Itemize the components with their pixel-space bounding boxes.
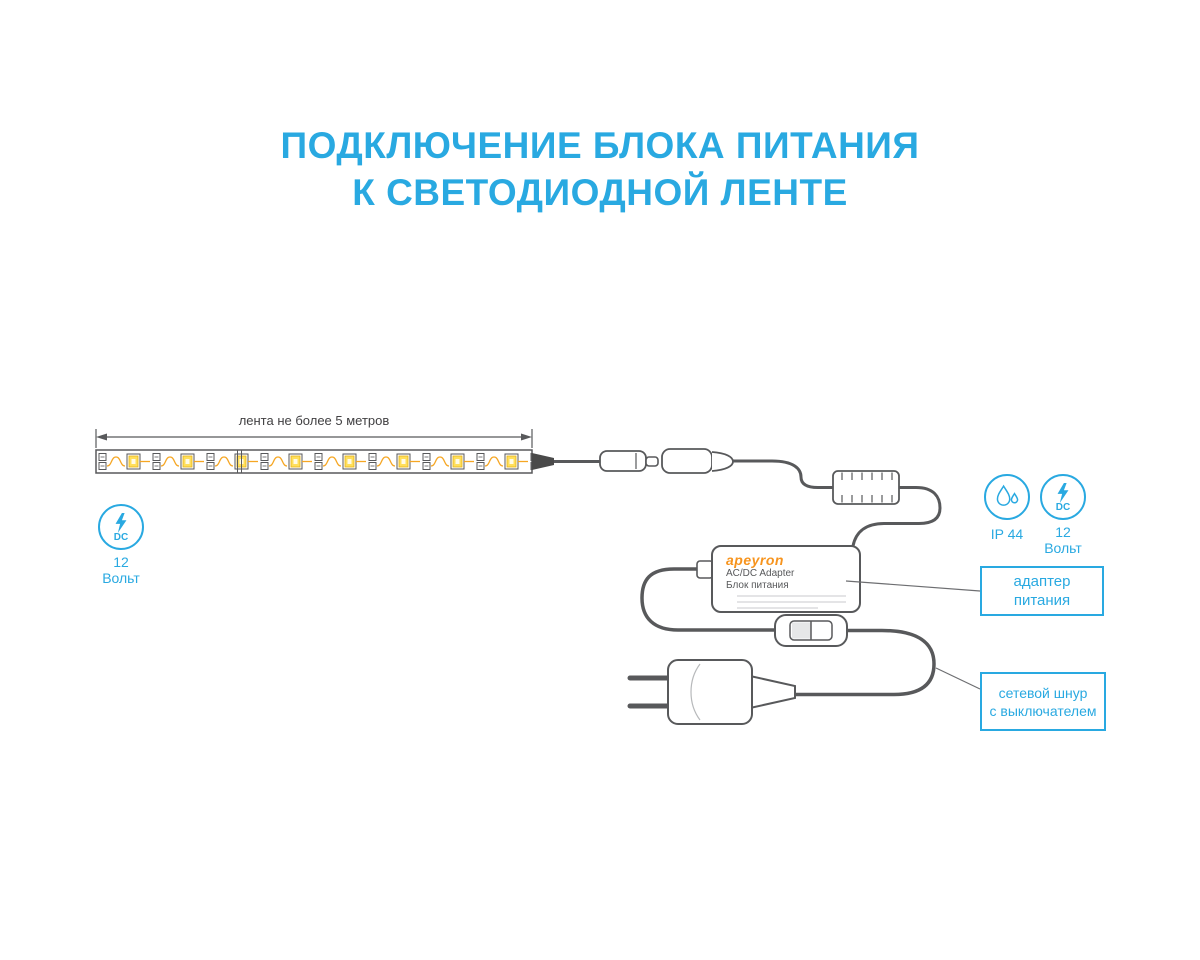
ip44-badge: [984, 474, 1030, 520]
adapter-label-line-2: Блок питания: [726, 580, 789, 591]
dc-wire: [851, 486, 942, 547]
dc-circle: DC: [98, 504, 144, 550]
dc-voltage-badge-left: DC: [98, 504, 144, 550]
power-plug: [627, 659, 796, 725]
dc-barrel-connector-male: [599, 450, 659, 472]
callout-cord: сетевой шнур с выключателем: [980, 672, 1106, 731]
dc-icon-text: DC: [1055, 501, 1071, 513]
callout-adapter-line-1: адаптер: [1013, 573, 1071, 590]
callout-cord-line-1: сетевой шнур: [998, 684, 1088, 701]
title-line-2: К СВЕТОДИОДНОЙ ЛЕНТЕ: [352, 172, 848, 213]
adapter-brand-logo: apeyron: [726, 552, 784, 568]
dimension-label: лента не более 5 метров: [238, 413, 390, 428]
page-title: ПОДКЛЮЧЕНИЕ БЛОКА ПИТАНИЯ К СВЕТОДИОДНОЙ…: [0, 122, 1200, 216]
power-switch: [774, 614, 848, 647]
dc-voltage-label-right: 12 Вольт: [1018, 524, 1108, 556]
dimension-arrow: [95, 429, 533, 448]
voltage-value: 12: [113, 554, 129, 570]
ip44-circle: [984, 474, 1030, 520]
callout-adapter: адаптер питания: [980, 566, 1104, 616]
callout-leader-adapter: [845, 580, 981, 592]
ac-cord: [793, 628, 936, 697]
water-drop-icon: [996, 484, 1019, 506]
voltage-value: 12: [1055, 524, 1071, 540]
dc-barrel-connector-female: [661, 448, 734, 474]
lightning-icon: [115, 512, 127, 533]
strip-end-connector: [532, 453, 554, 470]
callout-adapter-line-2: питания: [1013, 592, 1071, 609]
dc-wire: [733, 459, 833, 489]
led-strip: [95, 449, 554, 474]
callout-cord-line-2: с выключателем: [989, 702, 1097, 719]
lightning-icon: [1057, 482, 1069, 503]
adapter-label: apeyron AC/DC Adapter Блок питания: [726, 552, 852, 592]
ac-cord: [640, 567, 775, 632]
dc-voltage-label-left: 12 Вольт: [76, 554, 166, 586]
adapter-label-line-1: AC/DC Adapter: [726, 568, 795, 579]
dc-circle: DC: [1040, 474, 1086, 520]
dc-icon-text: DC: [113, 531, 129, 543]
dc-voltage-badge-right: DC: [1040, 474, 1086, 520]
voltage-unit: Вольт: [1044, 540, 1082, 556]
voltage-unit: Вольт: [102, 570, 140, 586]
ip44-label: IP 44: [990, 526, 1024, 542]
inline-connector-block: [832, 470, 900, 505]
title-line-1: ПОДКЛЮЧЕНИЕ БЛОКА ПИТАНИЯ: [280, 125, 920, 166]
callout-leader-cord: [935, 667, 981, 690]
power-adapter: [696, 545, 861, 613]
